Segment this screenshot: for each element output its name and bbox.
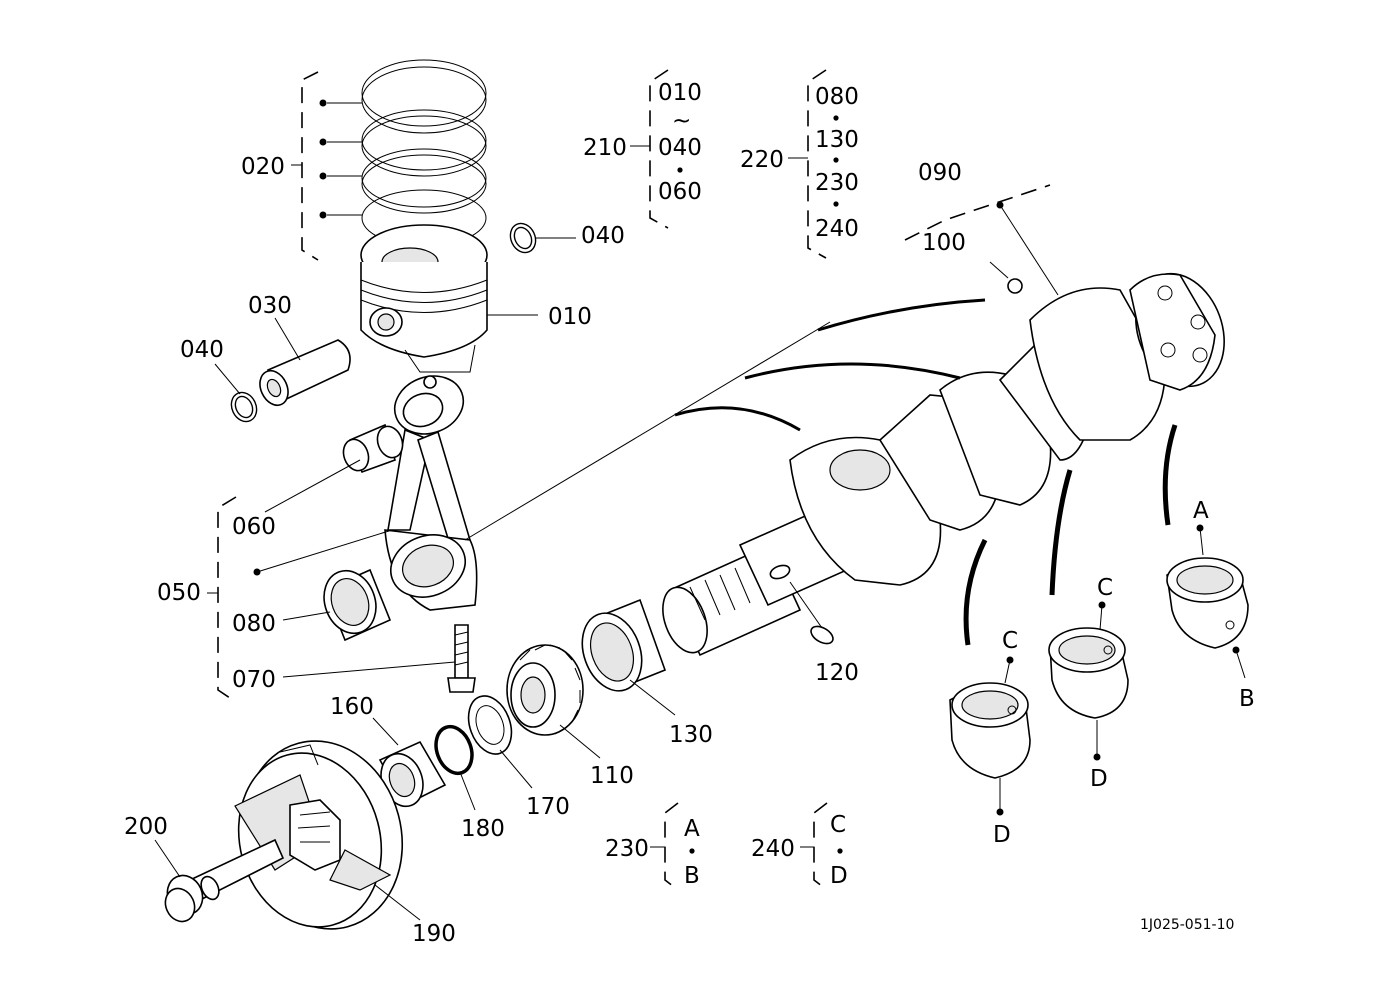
mark-d-left: D (993, 822, 1011, 848)
set-220-item-4: 240 (815, 216, 859, 242)
set-240-item-1: C (830, 812, 846, 838)
callout-070: 070 (232, 667, 276, 693)
mark-c-right: C (1097, 575, 1113, 601)
crankpin-bearing (323, 568, 392, 642)
callout-040-top: 040 (581, 223, 625, 249)
arrow-to-web3 (817, 298, 986, 332)
callout-020: 020 (241, 154, 285, 180)
circlip-left (230, 391, 258, 423)
callout-200: 200 (124, 814, 168, 840)
callout-110: 110 (590, 763, 634, 789)
mark-a: A (1193, 498, 1209, 524)
woodruff-key (810, 625, 834, 645)
callout-160: 160 (330, 694, 374, 720)
callout-010: 010 (548, 304, 592, 330)
main-bearing-front (581, 598, 667, 692)
small-end-bushing (342, 423, 404, 474)
mark-b: B (1239, 686, 1255, 712)
set-230-item-1: A (684, 816, 700, 842)
set-210-item-4: 060 (658, 179, 702, 205)
set-220-label: 220 (740, 147, 784, 173)
main-bearing-cd-right (1048, 627, 1129, 719)
set-210-item-3: 040 (658, 135, 702, 161)
set-230-item-2: B (684, 863, 700, 889)
o-ring (434, 724, 474, 776)
set-230-label: 230 (605, 836, 649, 862)
set-240-item-2: D (830, 863, 848, 889)
piston (360, 224, 488, 373)
collar (467, 695, 513, 755)
main-bearing-ab (1166, 557, 1249, 649)
set-220-item-3: 230 (815, 170, 859, 196)
callout-080: 080 (232, 611, 276, 637)
set-210-item-2: ~ (672, 108, 691, 134)
mark-d-right: D (1090, 766, 1108, 792)
piston-ring-set (327, 59, 487, 247)
drawing-number: 1J025-051-10 (1140, 917, 1234, 933)
callout-190: 190 (412, 921, 456, 947)
crankshaft (662, 272, 1225, 657)
callout-030: 030 (248, 293, 292, 319)
ring-bracket (301, 71, 319, 261)
callout-090: 090 (918, 160, 962, 186)
arrow-to-web2 (744, 362, 961, 380)
callout-180: 180 (461, 816, 505, 842)
crankshaft-gear (506, 644, 584, 736)
mark-c-left: C (1002, 628, 1018, 654)
connecting-rod-bolt (447, 624, 476, 693)
set-220-item-2: 130 (815, 127, 859, 153)
main-bearing-cd-left (949, 682, 1031, 779)
circlip-top (509, 222, 537, 254)
callout-100: 100 (922, 230, 966, 256)
pulley-bolt (164, 838, 285, 923)
callout-060: 060 (232, 514, 276, 540)
callout-130: 130 (669, 722, 713, 748)
callout-170: 170 (526, 794, 570, 820)
callout-050: 050 (157, 580, 201, 606)
connecting-rod (384, 375, 478, 611)
arrow-to-web1 (674, 406, 801, 432)
set-240-label: 240 (751, 836, 795, 862)
conrod-bracket (217, 496, 237, 703)
set-220-item-1: 080 (815, 84, 859, 110)
spacer (378, 740, 447, 808)
crankshaft-pulley (234, 740, 404, 930)
set-210-label: 210 (583, 135, 627, 161)
callout-040-left: 040 (180, 337, 224, 363)
callout-120: 120 (815, 660, 859, 686)
piston-pin (259, 339, 351, 407)
set-210-item-1: 010 (658, 80, 702, 106)
crank-bracket (904, 184, 1051, 241)
